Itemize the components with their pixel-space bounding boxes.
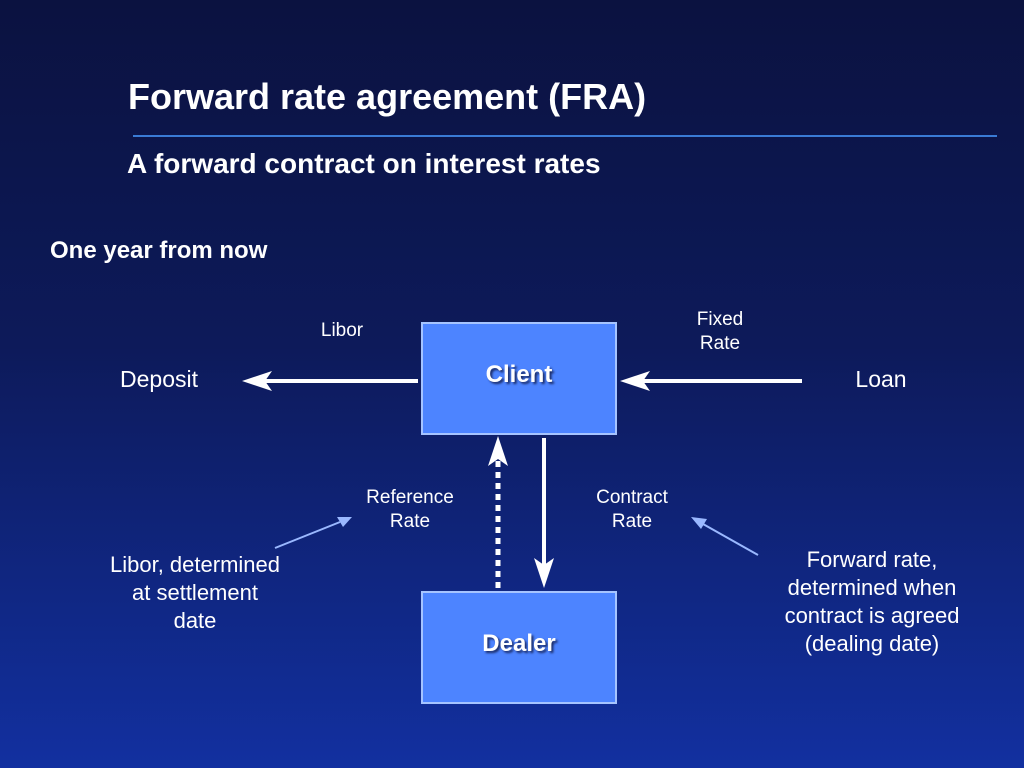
- libor-note-line-2: at settlement: [132, 580, 258, 605]
- libor-flow-label: Libor: [320, 320, 364, 341]
- section-heading: One year from now: [50, 237, 268, 264]
- forward-rate-note-line-4: (dealing date): [804, 631, 940, 656]
- forward-rate-note-line-3: contract is agreed: [784, 603, 960, 628]
- libor-note-line-1: Libor, determined: [110, 552, 280, 577]
- contract-rate-label: Contract Rate: [572, 486, 692, 534]
- libor-note-line-3: date: [173, 608, 217, 633]
- dealer-label: Dealer: [482, 630, 556, 657]
- forward-rate-note-line-2: determined when: [787, 575, 957, 600]
- arrow-client-to-deposit: [242, 371, 418, 391]
- forward-rate-note: Forward rate, determined when contract i…: [752, 546, 992, 658]
- arrow-loan-to-client: [620, 371, 802, 391]
- slide-title: Forward rate agreement (FRA): [128, 76, 647, 117]
- slide-subtitle: A forward contract on interest rates: [127, 148, 601, 179]
- fixed-rate-label-line-1: Fixed: [696, 309, 744, 330]
- libor-note: Libor, determined at settlement date: [80, 551, 310, 635]
- pointer-libor-note-to-reference-rate: [274, 517, 352, 549]
- loan-label: Loan: [855, 366, 907, 392]
- client-label: Client: [485, 361, 553, 388]
- reference-rate-label-line-1: Reference: [366, 487, 454, 508]
- arrow-client-to-dealer: [534, 438, 554, 588]
- fixed-rate-label-line-2: Rate: [699, 333, 741, 354]
- dealer-box: Dealer: [421, 591, 617, 704]
- forward-rate-note-line-1: Forward rate,: [806, 547, 938, 572]
- contract-rate-label-line-1: Contract: [596, 487, 668, 508]
- title-divider: [133, 135, 997, 137]
- deposit-label: Deposit: [120, 366, 198, 392]
- contract-rate-label-line-2: Rate: [611, 511, 653, 532]
- reference-rate-label-line-2: Rate: [389, 511, 431, 532]
- fixed-rate-label: Fixed Rate: [668, 308, 772, 356]
- reference-rate-label: Reference Rate: [350, 486, 470, 534]
- arrow-dealer-to-client-dotted: [488, 436, 508, 588]
- pointer-forward-note-to-contract-rate: [691, 517, 759, 556]
- client-box: Client: [421, 322, 617, 435]
